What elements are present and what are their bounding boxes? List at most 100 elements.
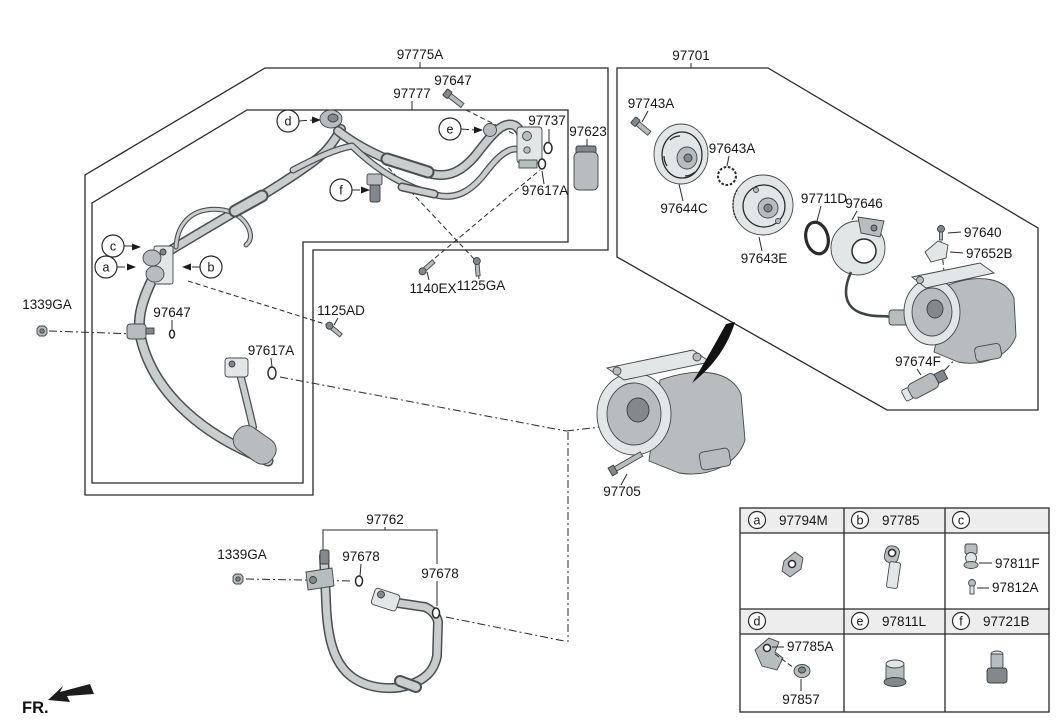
- hose-end-fitting: [370, 587, 401, 612]
- table-part-image-97811L: [883, 659, 907, 687]
- compressor-box-outline: [616, 67, 1039, 411]
- table-part-e: 97811L: [882, 614, 927, 629]
- bolt-1125AD-part: [325, 321, 343, 338]
- table-border: [739, 507, 1050, 713]
- tick-97743A: [641, 110, 649, 123]
- label-97646: 97646: [845, 196, 883, 211]
- oring-97617A-top-part: [537, 158, 547, 170]
- bracket-hole: [887, 548, 897, 558]
- callout-c: c: [101, 234, 141, 258]
- bolt-head: [630, 116, 641, 127]
- label-1339GA-top: 1339GA: [22, 297, 72, 312]
- label-97743A: 97743A: [628, 96, 675, 111]
- tick-97643A: [726, 155, 730, 167]
- clutch-disc-97644C-part: [653, 123, 709, 185]
- tick-97705: [620, 473, 628, 486]
- screw-head: [937, 225, 945, 233]
- letter-callouts: d e f c a b: [94, 109, 483, 279]
- label-97652B: 97652B: [966, 246, 1013, 261]
- table-circle-a: [747, 510, 767, 530]
- front-direction-marker: FR.: [22, 684, 94, 717]
- charge-valve-body: [369, 184, 381, 203]
- suction-muffler: [232, 425, 277, 465]
- tick-97678-a: [359, 563, 362, 577]
- table-letter-a: a: [754, 514, 761, 528]
- crimp-section-2-fill: [382, 154, 433, 177]
- label-97678-b: 97678: [421, 566, 459, 581]
- table-part-image-97857: [793, 664, 811, 678]
- coil-tab-hole: [870, 224, 878, 232]
- crimp-section-3-fill: [399, 184, 437, 197]
- assembly-boxes: [84, 67, 1039, 496]
- grommet-hole: [798, 666, 806, 674]
- table-letter-e: e: [857, 615, 864, 629]
- bracket-97652B-part: [924, 240, 949, 263]
- label-97678-a: 97678: [342, 549, 380, 564]
- callout-d-arrow-icon: [312, 116, 321, 124]
- grommet-part: [319, 109, 343, 129]
- compressor-kit-illustrations: [630, 116, 1017, 402]
- callout-b-arrow-icon: [182, 263, 191, 271]
- bracket-97762: [322, 529, 438, 564]
- oring-97737: [543, 141, 553, 155]
- screw-97640-part: [937, 225, 945, 241]
- pulley-ring: [742, 184, 786, 228]
- tick-1125AD: [333, 317, 339, 326]
- table-part-image-97785: [883, 545, 901, 589]
- callout-e: e: [438, 117, 483, 141]
- table-header-band-row2: [740, 609, 1049, 634]
- table-circle-f: [951, 611, 971, 631]
- compressor-hub: [626, 397, 650, 423]
- callout-c-arrow-icon: [132, 243, 141, 251]
- tick-97617A-low: [270, 357, 273, 368]
- oring-97678-b-part: [431, 607, 441, 619]
- suction-fitting: [224, 357, 249, 378]
- tick-97652B: [949, 251, 964, 254]
- field-coil-97646-part: [830, 216, 909, 326]
- leader-cross-a: [382, 161, 477, 262]
- snap-ring-97643A-part: [717, 166, 737, 186]
- tick-97640: [947, 231, 962, 234]
- crimp-section-1-fill: [230, 191, 267, 216]
- callout-letter-e: e: [447, 123, 454, 137]
- hose-assembly-box-outline: [84, 67, 609, 496]
- suction-fitting-plate: [224, 357, 249, 378]
- label-97785A: 97785A: [787, 639, 834, 654]
- valve-base: [986, 667, 1008, 684]
- bracket-strap: [886, 561, 901, 589]
- label-97777: 97777: [393, 86, 431, 101]
- leader-97857-dash: [774, 653, 795, 669]
- leader-bracket-1125AD: [187, 280, 329, 326]
- leader-1339GA-bot: [245, 578, 353, 582]
- leader-97617A-compressor: [279, 376, 567, 432]
- tick-97644C: [678, 183, 684, 202]
- front-direction-arrow-icon: [48, 684, 94, 702]
- pipe-clamp-bracket: [305, 567, 335, 591]
- table-part-image-97785A: [754, 637, 784, 671]
- oring-97617A-low-part: [267, 366, 277, 380]
- table-letter-c: c: [958, 514, 964, 528]
- compressor-center-illustration: [596, 322, 746, 477]
- tick-97674F: [916, 368, 922, 376]
- label-97705: 97705: [603, 484, 641, 499]
- table-circle-c: [951, 510, 971, 530]
- callout-f-arrow-icon: [361, 186, 370, 194]
- tick-97617A-top: [541, 170, 545, 185]
- table-circle-d: [747, 611, 767, 631]
- compressor-top-bracket: [910, 262, 996, 289]
- label-97647-top: 97647: [434, 73, 472, 88]
- tick-97646: [851, 210, 858, 221]
- suction-pipe-stub-fill: [240, 374, 253, 427]
- callout-e-leader: [460, 128, 476, 131]
- valve-base: [963, 561, 979, 569]
- compressor-foot: [974, 343, 1003, 362]
- valve-body: [990, 653, 1004, 669]
- callout-letter-c: c: [110, 240, 116, 254]
- bracket-clamp-upper: [142, 249, 162, 267]
- nut-hole: [39, 328, 45, 334]
- bolt-1125GA-part: [472, 257, 481, 277]
- callout-a: a: [94, 255, 136, 279]
- bracket-clamp-lower: [145, 265, 165, 283]
- nut-hole: [235, 576, 241, 582]
- muffler-97623-part: [573, 145, 599, 191]
